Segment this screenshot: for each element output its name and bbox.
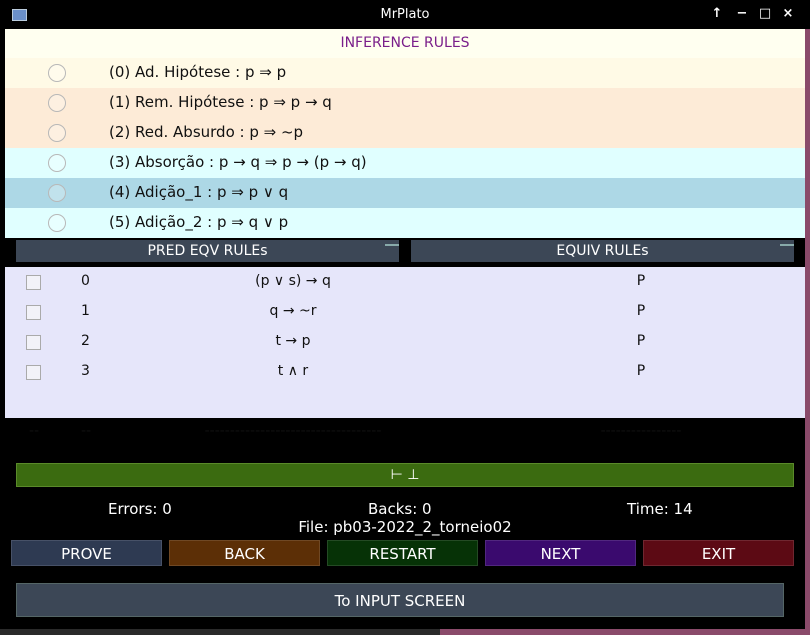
- client-area: INFERENCE RULES (0) Ad. Hipótese : p ⇒ p…: [5, 29, 805, 629]
- errors-count: Errors: 0: [108, 500, 172, 518]
- close-icon[interactable]: ×: [782, 6, 794, 21]
- pred-rule-formula: t → p: [275, 333, 311, 349]
- pred-eqv-rules-label: PRED EQV RULEs: [147, 243, 268, 259]
- file-name: File: pb03-2022_2_torneio02: [298, 518, 512, 536]
- restart-button[interactable]: RESTART: [327, 540, 478, 566]
- panel-toggle-icon: [780, 244, 794, 246]
- rule-radio-button[interactable]: [48, 94, 66, 112]
- footer-formula: -----------------------------------: [204, 423, 382, 439]
- pred-rule-number: 1: [81, 303, 90, 319]
- proof-goal-bar[interactable]: ⊢ ⊥: [16, 463, 794, 487]
- window-title: MrPlato: [380, 7, 430, 22]
- exit-button[interactable]: EXIT: [643, 540, 794, 566]
- maximize-icon[interactable]: □: [758, 6, 772, 21]
- desktop-background: [805, 29, 810, 635]
- app-icon: [12, 9, 27, 21]
- pred-rule-checkbox[interactable]: [26, 365, 41, 380]
- inference-rule-row[interactable]: (2) Red. Absurdo : p ⇒ ~p: [5, 118, 805, 148]
- footer-col2: --: [81, 423, 92, 439]
- equiv-rules-label: EQUIV RULEs: [556, 243, 649, 259]
- equiv-rules-button[interactable]: EQUIV RULEs: [411, 240, 794, 262]
- pred-rule-formula: (p ∨ s) → q: [255, 273, 331, 289]
- desktop-background-bottom: [0, 629, 810, 635]
- inference-rules-header: INFERENCE RULES: [5, 29, 805, 58]
- pred-rule-equiv: P: [636, 303, 646, 319]
- pred-rules-table: 0 (p ∨ s) → q P 1 q → ~r P 2 t → p P 3 t ∧ r P -- -…: [5, 267, 805, 439]
- rule-label: (2) Red. Absurdo : p ⇒ ~p: [109, 123, 304, 141]
- pred-rule-row: 0 (p ∨ s) → q P: [5, 267, 805, 297]
- rule-radio-button[interactable]: [48, 184, 66, 202]
- rule-radio-button[interactable]: [48, 124, 66, 142]
- pred-rule-equiv: P: [636, 273, 646, 289]
- title-bar[interactable]: MrPlato ↑ − □ ×: [0, 0, 810, 29]
- inference-rule-row[interactable]: (5) Adição_2 : p ⇒ q ∨ p: [5, 208, 805, 238]
- time-elapsed: Time: 14: [627, 500, 693, 518]
- footer-equiv: ----------------: [600, 423, 682, 439]
- rule-label: (3) Absorção : p → q ⇒ p → (p → q): [109, 153, 367, 171]
- inference-rule-row[interactable]: (1) Rem. Hipótese : p ⇒ p → q: [5, 88, 805, 118]
- back-button[interactable]: BACK: [169, 540, 320, 566]
- pred-rule-formula: q → ~r: [269, 303, 317, 319]
- keep-above-icon[interactable]: ↑: [711, 6, 723, 21]
- pred-rule-equiv: P: [636, 333, 646, 349]
- pred-rule-checkbox[interactable]: [26, 275, 41, 290]
- footer-col1: --: [29, 423, 40, 439]
- rule-label: (1) Rem. Hipótese : p ⇒ p → q: [109, 93, 332, 111]
- rule-label: (4) Adição_1 : p ⇒ p ∨ q: [109, 183, 289, 201]
- pred-rule-number: 3: [81, 363, 90, 379]
- rule-radio-button[interactable]: [48, 154, 66, 172]
- pred-rule-equiv: P: [636, 363, 646, 379]
- pred-rule-number: 0: [81, 273, 90, 289]
- rule-label: (0) Ad. Hipótese : p ⇒ p: [109, 63, 287, 81]
- inference-rule-row[interactable]: (0) Ad. Hipótese : p ⇒ p: [5, 58, 805, 88]
- inference-rule-row[interactable]: (4) Adição_1 : p ⇒ p ∨ q: [5, 178, 805, 208]
- inference-rule-row[interactable]: (3) Absorção : p → q ⇒ p → (p → q): [5, 148, 805, 178]
- pred-rule-formula: t ∧ r: [277, 363, 309, 379]
- pred-rule-row: 2 t → p P: [5, 327, 805, 357]
- pred-footer-row: -- -- ----------------------------------…: [5, 417, 805, 447]
- rule-label: (5) Adição_2 : p ⇒ q ∨ p: [109, 213, 289, 231]
- backs-count: Backs: 0: [368, 500, 432, 518]
- next-button[interactable]: NEXT: [485, 540, 636, 566]
- pred-rule-row: 3 t ∧ r P: [5, 357, 805, 387]
- pred-rule-number: 2: [81, 333, 90, 349]
- to-input-screen-button[interactable]: To INPUT SCREEN: [16, 583, 784, 617]
- rule-radio-button[interactable]: [48, 214, 66, 232]
- pred-rule-checkbox[interactable]: [26, 335, 41, 350]
- prove-button[interactable]: PROVE: [11, 540, 162, 566]
- pred-rule-row: 1 q → ~r P: [5, 297, 805, 327]
- panel-toggle-icon: [385, 244, 399, 246]
- rule-radio-button[interactable]: [48, 64, 66, 82]
- pred-eqv-rules-button[interactable]: PRED EQV RULEs: [16, 240, 399, 262]
- minimize-icon[interactable]: −: [736, 6, 748, 21]
- pred-rule-checkbox[interactable]: [26, 305, 41, 320]
